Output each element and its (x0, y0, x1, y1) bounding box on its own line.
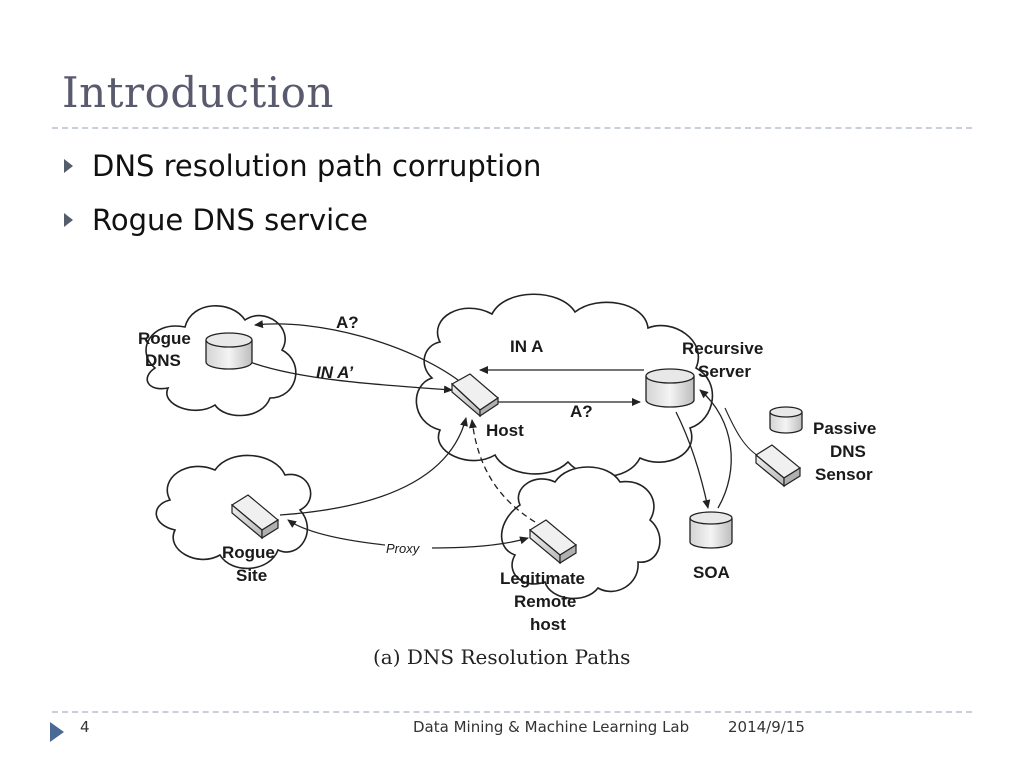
bullet-item: DNS resolution path corruption (64, 146, 541, 200)
bullet-text: Rogue DNS service (92, 203, 368, 237)
passive-sensor-box-icon (754, 444, 802, 488)
bullet-arrow-icon (64, 213, 73, 227)
edge-label-in-a: IN A (510, 337, 543, 356)
edge-rogue-site-to-host (279, 417, 468, 516)
legitimate-host-cloud (500, 466, 661, 600)
diagram-caption: (a) DNS Resolution Paths (373, 645, 630, 669)
node-label-rogue-dns-line1: Rogue (138, 329, 191, 348)
bullet-text: DNS resolution path corruption (92, 149, 542, 183)
node-label-soa: SOA (693, 563, 730, 582)
edge-soa-to-recursive (699, 389, 732, 509)
edge-legitimate-to-host-dashed (468, 419, 536, 523)
edge-proxy-to-rogue-site (287, 519, 386, 546)
node-label-recursive-line1: Recursive (682, 339, 763, 358)
node-label-legitimate-line1: Legitimate (500, 569, 585, 588)
edge-label-proxy: Proxy (386, 541, 421, 556)
legitimate-host-box-icon (528, 519, 578, 565)
node-label-recursive-line2: Server (698, 362, 751, 381)
edge-proxy-to-legitimate (431, 536, 529, 549)
edge-label-in-a-prime: IN A’ (316, 363, 353, 382)
slide-title: Introduction (62, 68, 334, 117)
passive-sensor-cylinder-icon (769, 406, 803, 434)
footer-divider (52, 711, 972, 713)
host-box-icon (450, 373, 499, 418)
node-label-legitimate-line3: host (530, 615, 566, 634)
edge-rogue-dns-to-host-answer (249, 361, 453, 394)
node-label-passive-line1: Passive (813, 419, 876, 438)
bullet-list: DNS resolution path corruption Rogue DNS… (64, 146, 541, 254)
node-label-legitimate-line2: Remote (514, 592, 576, 611)
footer-date: 2014/9/15 (728, 718, 805, 736)
bullet-arrow-icon (64, 159, 73, 173)
title-divider (52, 127, 972, 129)
page-number: 4 (80, 718, 90, 736)
edge-recursive-to-soa (675, 411, 711, 509)
edge-host-to-rogue-dns-query (254, 320, 459, 381)
edge-label-a-query-rogue: A? (336, 313, 359, 332)
footer-lab-name: Data Mining & Machine Learning Lab (413, 718, 690, 736)
play-triangle-icon (50, 722, 64, 742)
central-cloud (415, 293, 714, 478)
node-label-host: Host (486, 421, 524, 440)
soa-cylinder-icon (689, 511, 733, 549)
node-label-passive-line2: DNS (830, 442, 866, 461)
rogue-dns-cylinder-icon (205, 332, 253, 370)
recursive-server-cylinder-icon (645, 368, 695, 408)
node-label-passive-line3: Sensor (815, 465, 873, 484)
bullet-item: Rogue DNS service (64, 200, 541, 254)
node-label-rogue-dns-line2: DNS (145, 351, 181, 370)
edge-label-a-query-recursive: A? (570, 402, 593, 421)
rogue-site-box-icon (230, 494, 280, 540)
node-label-rogue-site-line1: Rogue (222, 543, 275, 562)
node-label-rogue-site-line2: Site (236, 566, 267, 585)
